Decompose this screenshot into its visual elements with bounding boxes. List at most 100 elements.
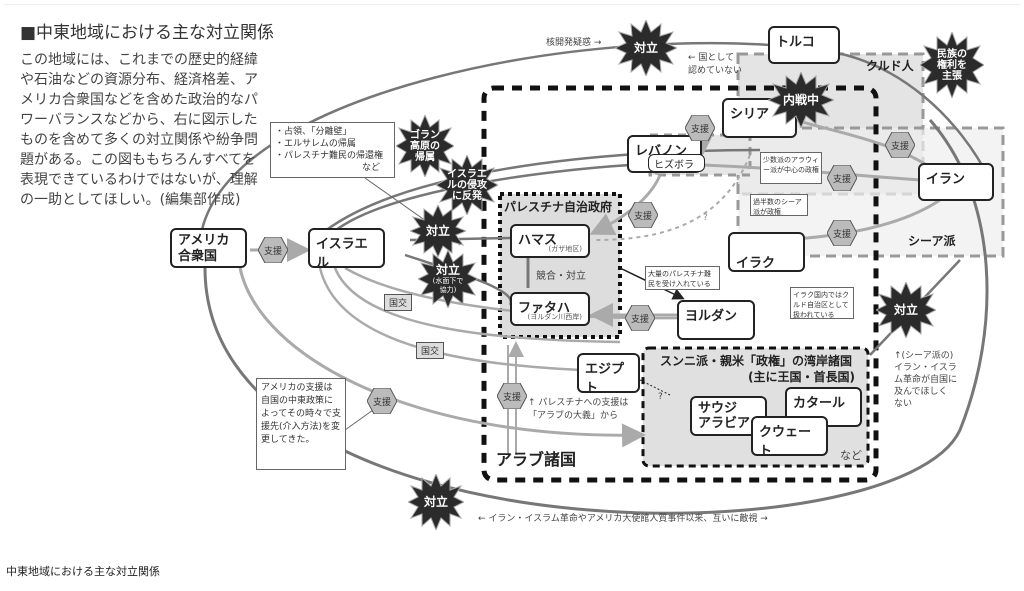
burst-invasion-line3: に反発: [452, 190, 482, 202]
node-jordan-label: ヨルダン: [685, 309, 738, 324]
hexagon-icon: [625, 305, 655, 331]
note-us-support: アメリカの支援は自国の中東政策によってその時々で支援先(介入方法)を変更してきた…: [256, 378, 346, 470]
group-label-kurds: クルド人: [866, 59, 914, 73]
burst-invasion-line1: イスラエ: [447, 168, 487, 180]
hexagon-icon: [367, 388, 397, 414]
starburst-icon: [436, 155, 498, 215]
page-title: ■中東地域における主な対立関係: [20, 23, 275, 43]
hexagon-icon: [827, 165, 857, 191]
node-iran[interactable]: イラン: [918, 163, 994, 201]
tag-diplomatic-jordan: 国交: [384, 294, 413, 311]
arab-states-region: [481, 85, 879, 483]
intro-text: この地域には、これまでの歴史的経緯や石油などの資源分布、経済格差、アメリカ合衆国…: [20, 52, 258, 208]
hex-label: 支援: [372, 397, 391, 408]
note-occupation-line2: ・エルサレムの帰属: [275, 139, 356, 149]
starburst-icon: [408, 474, 464, 530]
note-occupation-line3: ・パレスチナ難民の帰還権: [275, 151, 384, 161]
burst-golan-line3: 帰属: [415, 151, 435, 163]
note-occupation-line4: など: [361, 163, 380, 173]
burst-israel-palestine: 対立: [410, 205, 466, 257]
burst-civil-war-label: 内戦中: [782, 92, 819, 107]
node-israel-label: イスラエル: [316, 237, 368, 271]
group-label-gulf-line1: スンニ派・親米「政権」の湾岸諸国: [660, 354, 853, 368]
node-iraq[interactable]: イラク: [728, 232, 805, 272]
starburst-icon: [396, 115, 454, 177]
label-nuclear-suspicion: 核開発疑惑 →: [546, 38, 602, 48]
node-usa[interactable]: アメリカ 合衆国: [170, 228, 247, 268]
hex-support-hezbollah-hamas: 支援: [628, 202, 658, 228]
hex-label: 支援: [630, 314, 649, 325]
burst-israel-arab-label: 対立: [435, 262, 460, 277]
hex-support-usa-gulf: 支援: [367, 388, 397, 414]
node-fatah[interactable]: ファタハ(ヨルダン川西岸): [510, 292, 590, 326]
hex-support-arab-palestine: 支援: [497, 383, 527, 409]
starburst-icon: [920, 32, 984, 98]
starburst-icon: [410, 205, 466, 257]
group-label-arab-states: アラブ諸国: [496, 450, 577, 469]
hex-support-iran-syria: 支援: [885, 132, 915, 158]
node-israel[interactable]: イスラエル: [308, 228, 385, 271]
node-egypt-label: エジプト: [585, 362, 625, 396]
hexagon-icon: [628, 202, 658, 228]
burst-nuclear-conflict-label: 対立: [633, 40, 658, 55]
hex-label: 支援: [890, 141, 909, 152]
node-turkey[interactable]: トルコ: [768, 26, 840, 64]
group-label-shia: シーア派: [908, 234, 956, 248]
node-hezbollah-label: ヒズボラ: [654, 160, 694, 171]
node-hamas-sub: (ガザ地区): [548, 245, 582, 253]
label-question-hamas: ?: [703, 213, 708, 223]
hex-support-jordan-fatah: 支援: [625, 305, 655, 331]
group-label-gulf-line2: (主に王国・首長国): [748, 370, 855, 384]
burst-israel-arab-sub2: 協力): [439, 285, 457, 294]
starburst-icon: [768, 72, 834, 128]
note-shia-majority: 過半数のシーア派が政権: [750, 194, 808, 216]
node-saudi[interactable]: サウジ アラビア: [690, 396, 767, 436]
note-occupation: ・占領、「分離壁」 ・エルサレムの帰属 ・パレスチナ難民の帰還権 など: [270, 122, 395, 178]
hexagon-icon: [827, 220, 857, 246]
hex-support-iran-hezbollah: 支援: [827, 165, 857, 191]
label-question-egypt: ?: [658, 392, 663, 402]
node-hezbollah[interactable]: ヒズボラ: [648, 154, 705, 172]
burst-gulf-iran-label: 対立: [893, 302, 918, 317]
node-fatah-sub: (ヨルダン川西岸): [527, 313, 582, 321]
gulf-etc: など: [840, 449, 862, 462]
starburst-icon: [615, 20, 677, 76]
hexagon-icon: [258, 237, 288, 263]
node-turkey-label: トルコ: [776, 35, 815, 50]
tag-diplomatic-egypt: 国交: [416, 342, 445, 359]
label-gulf-fear: ↑(シーア派の) イラン・イスラ ム革命が自国に 及んでほしく ない: [894, 351, 958, 409]
hexagon-icon: [885, 132, 915, 158]
burst-invasion-line2: ルの侵攻: [447, 179, 487, 191]
note-jordan-refugees: 大量のパレスチナ難民を受け入れている: [645, 266, 720, 290]
burst-kurd-rights: 民族の権利を主張: [920, 32, 984, 98]
burst-israel-palestine-label: 対立: [425, 223, 450, 238]
node-iraq-label: イラク: [736, 256, 776, 271]
label-revolution-hostility: ← イラン・イスラム革命やアメリカ大使館人質事件以来、互いに敵視 →: [478, 514, 768, 524]
hex-label: 支援: [832, 229, 851, 240]
burst-usa-iran-label: 対立: [423, 494, 448, 509]
hexagon-icon: [497, 383, 527, 409]
node-kuwait[interactable]: クウェート: [751, 416, 828, 459]
note-alawite: 少数派のアラウィー派が中心の政権: [760, 152, 822, 184]
burst-civil-war: 内戦中: [768, 72, 834, 128]
hex-label: 支援: [502, 392, 521, 403]
burst-golan-line2: 高原の: [410, 140, 440, 152]
hex-support-iran-iraq: 支援: [827, 220, 857, 246]
hex-label: 支援: [832, 174, 851, 185]
burst-israel-arab-sub1: (水面下で: [432, 276, 464, 285]
hex-label: 支援: [633, 211, 652, 222]
node-hamas[interactable]: ハマス(ガザ地区): [510, 224, 590, 258]
burst-golan-line1: ゴラン: [410, 129, 440, 141]
burst-gulf-iran: 対立: [876, 282, 936, 338]
node-kuwait-label: クウェート: [759, 425, 812, 459]
note-iraq-kurd: イラク国内ではクルド自治区として扱われている: [790, 287, 854, 319]
node-fatah-label: ファタハ: [518, 301, 571, 316]
node-saudi-line1: サウジ: [698, 401, 738, 416]
label-not-recognized: ← 国として 認めていない: [688, 53, 743, 76]
node-egypt[interactable]: エジプト: [577, 353, 640, 396]
burst-invasion: イスラエルの侵攻に反発: [436, 155, 498, 215]
starburst-icon: [418, 250, 478, 308]
burst-nuclear-conflict: 対立: [615, 20, 677, 76]
burst-kurd-line3: 主張: [942, 70, 962, 82]
node-jordan[interactable]: ヨルダン: [677, 300, 755, 340]
